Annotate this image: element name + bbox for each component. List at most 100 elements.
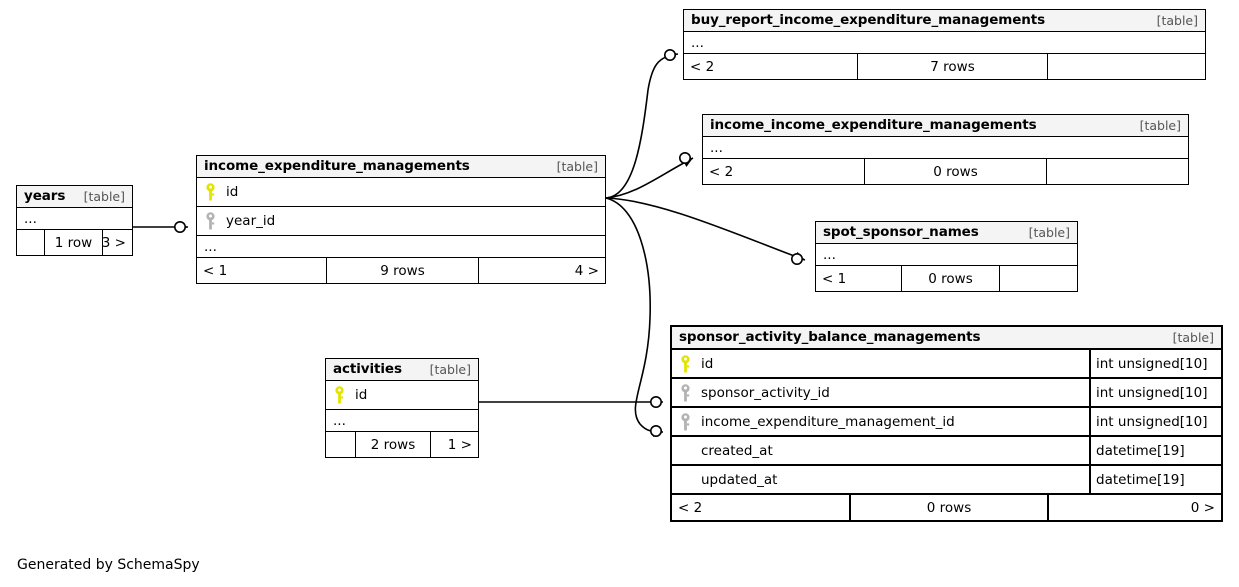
table-income-expenditure-managements[interactable]: income_expenditure_managements [table] i… <box>196 155 606 284</box>
column-name: income_expenditure_management_id <box>701 413 955 430</box>
footer-parents-count: < 2 <box>690 58 715 75</box>
column-name-cell: sponsor_activity_id <box>672 379 1089 406</box>
primary-key-icon <box>333 386 346 404</box>
column-name-cell: id <box>197 178 605 206</box>
hidden-columns-ellipsis: ... <box>17 208 132 230</box>
column-type: int unsigned[10] <box>1089 350 1221 377</box>
table-header-income-income: income_income_expenditure_managements [t… <box>703 115 1188 137</box>
hidden-columns-ellipsis: ... <box>816 244 1077 266</box>
column-type: int unsigned[10] <box>1089 379 1221 406</box>
column-name: created_at <box>701 442 773 459</box>
table-tag: [table] <box>1028 224 1070 240</box>
table-title: buy_report_income_expenditure_management… <box>691 12 1046 28</box>
foreign-key-icon <box>679 383 692 402</box>
column-name-cell: income_expenditure_management_id <box>672 408 1089 435</box>
column-name-cell: updated_at <box>672 466 1089 493</box>
footer-parents-count <box>326 432 355 457</box>
table-sponsor-activity-balance-managements[interactable]: sponsor_activity_balance_managements [ta… <box>670 325 1223 522</box>
hidden-columns-ellipsis: ... <box>684 32 1205 54</box>
column-name: id <box>355 387 368 403</box>
column-name: id <box>226 184 239 200</box>
footer-children-count: 0 > <box>1047 495 1221 520</box>
table-tag: [table] <box>83 188 125 204</box>
table-title: activities <box>333 361 402 377</box>
table-buy-report-income-expenditure-managements[interactable]: buy_report_income_expenditure_management… <box>683 9 1206 80</box>
footer-row-count: 9 rows <box>326 258 478 283</box>
foreign-key-icon <box>204 212 217 230</box>
column-name: id <box>701 355 714 372</box>
table-header-years: years [table] <box>17 186 132 208</box>
table-title: income_income_expenditure_managements <box>710 117 1037 133</box>
table-tag: [table] <box>556 158 598 174</box>
edge-activities-to-sponsor-activity-balance <box>479 395 663 408</box>
footer-children-count <box>999 266 1077 291</box>
table-header-sponsor-activity-balance: sponsor_activity_balance_managements [ta… <box>672 327 1221 350</box>
column-row-sponsor-activity-id[interactable]: sponsor_activity_id int unsigned[10] <box>672 379 1221 408</box>
table-tag: [table] <box>1139 117 1181 133</box>
column-row-income-expenditure-management-id[interactable]: income_expenditure_management_id int uns… <box>672 408 1221 437</box>
footer-row-count: 2 rows <box>355 432 430 457</box>
table-header-income-expenditure-managements: income_expenditure_managements [table] <box>197 156 605 178</box>
edge-iem-to-spot-sponsor-names <box>605 197 806 266</box>
table-title: income_expenditure_managements <box>204 158 470 174</box>
table-tag: [table] <box>1156 12 1198 28</box>
hidden-columns-ellipsis: ... <box>197 236 605 258</box>
column-row-id[interactable]: id <box>326 381 478 410</box>
table-footer-income-income: < 2 0 rows <box>703 159 1188 184</box>
primary-key-icon <box>204 183 217 201</box>
table-header-activities: activities [table] <box>326 359 478 381</box>
footer-parents-count: < 2 <box>709 163 734 180</box>
column-row-created-at[interactable]: created_at datetime[19] <box>672 437 1221 466</box>
footer-row-count: 0 rows <box>864 159 1046 184</box>
hidden-columns-ellipsis: ... <box>326 410 478 432</box>
column-type: datetime[19] <box>1089 437 1221 464</box>
column-row-id[interactable]: id <box>197 178 605 207</box>
table-title: sponsor_activity_balance_managements <box>679 329 981 345</box>
table-tag: [table] <box>1172 329 1214 345</box>
column-name-cell: created_at <box>672 437 1089 464</box>
footer-children-count <box>1046 159 1188 184</box>
footer-parents-count: < 2 <box>678 499 703 516</box>
foreign-key-icon <box>679 412 692 431</box>
edge-years-to-income-expenditure-managements <box>133 221 188 234</box>
footer-row-count: 0 rows <box>901 266 999 291</box>
column-row-year-id[interactable]: year_id <box>197 207 605 236</box>
table-footer-income-expenditure-managements: < 1 9 rows 4 > <box>197 258 605 283</box>
footer-children-count: 3 > <box>102 230 132 255</box>
edge-iem-to-income-income <box>605 152 694 199</box>
table-spot-sponsor-names[interactable]: spot_sponsor_names [table] ... < 1 0 row… <box>815 221 1078 292</box>
footer-parents-count: < 1 <box>203 262 228 279</box>
table-title: years <box>24 188 66 204</box>
footer-parents-count <box>17 230 44 255</box>
table-title: spot_sponsor_names <box>823 224 979 240</box>
footer-row-count: 7 rows <box>857 54 1047 79</box>
column-name-cell: id <box>672 350 1089 377</box>
footer-children-count: 1 > <box>430 432 478 457</box>
footer-row-count: 1 row <box>44 230 102 255</box>
column-name-cell: year_id <box>197 207 605 235</box>
table-years[interactable]: years [table] ... 1 row 3 > <box>16 185 133 256</box>
hidden-columns-ellipsis: ... <box>703 137 1188 159</box>
table-footer-sponsor-activity-balance: < 2 0 rows 0 > <box>672 495 1221 520</box>
primary-key-icon <box>679 354 692 373</box>
table-tag: [table] <box>429 361 471 377</box>
column-row-id[interactable]: id int unsigned[10] <box>672 350 1221 379</box>
column-name: year_id <box>226 213 276 229</box>
footer-children-count <box>1047 54 1205 79</box>
table-income-income-expenditure-managements[interactable]: income_income_expenditure_managements [t… <box>702 114 1189 185</box>
column-name-cell: id <box>326 381 478 409</box>
table-header-buy-report: buy_report_income_expenditure_management… <box>684 10 1205 32</box>
edge-iem-to-sponsor-activity-balance <box>605 197 664 437</box>
column-row-updated-at[interactable]: updated_at datetime[19] <box>672 466 1221 495</box>
column-type: datetime[19] <box>1089 466 1221 493</box>
footer-parents-count: < 1 <box>822 270 847 287</box>
table-activities[interactable]: activities [table] id ... 2 rows 1 > <box>325 358 479 458</box>
column-name: updated_at <box>701 471 778 488</box>
footer-row-count: 0 rows <box>849 495 1047 520</box>
table-header-spot-sponsor-names: spot_sponsor_names [table] <box>816 222 1077 244</box>
footer-children-count: 4 > <box>478 258 605 283</box>
table-footer-activities: 2 rows 1 > <box>326 432 478 457</box>
table-footer-buy-report: < 2 7 rows <box>684 54 1205 79</box>
table-footer-spot-sponsor-names: < 1 0 rows <box>816 266 1077 291</box>
